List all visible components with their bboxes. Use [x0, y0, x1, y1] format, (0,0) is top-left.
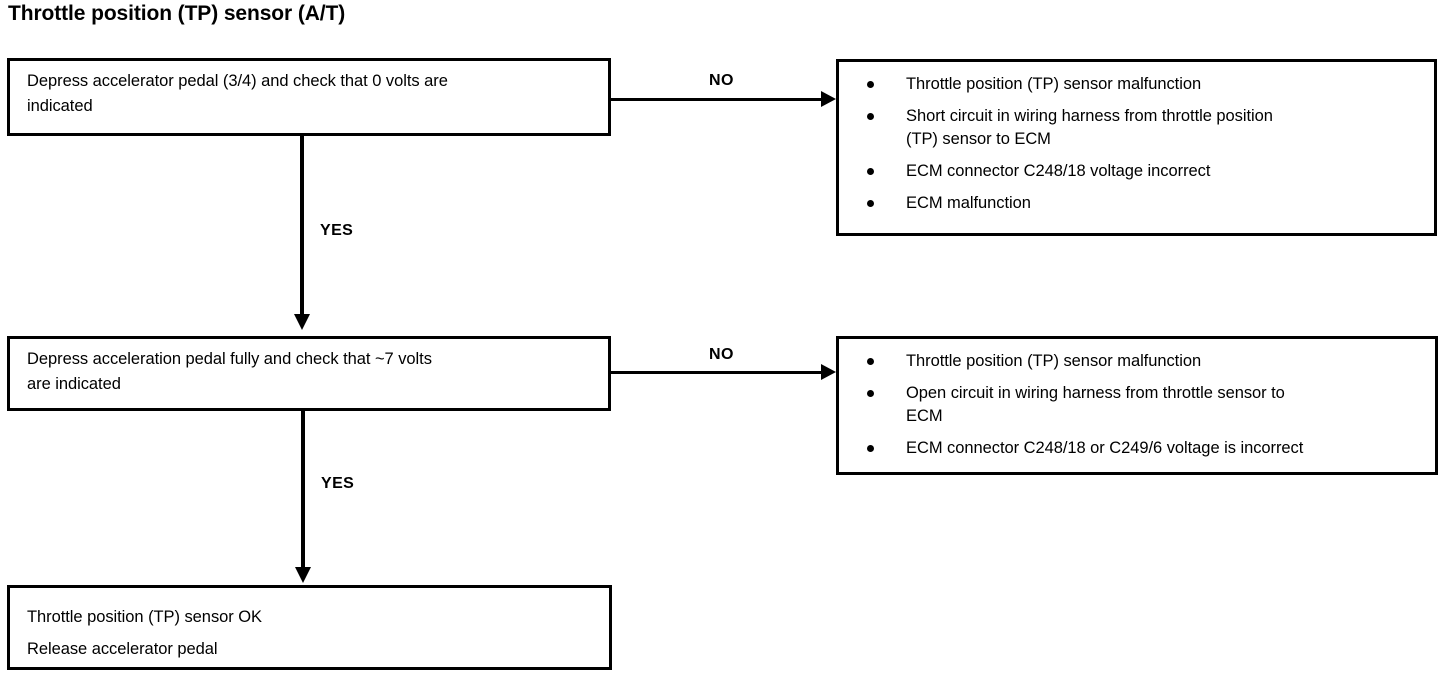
bullet-dot-icon [867, 113, 874, 120]
page-title: Throttle position (TP) sensor (A/T) [8, 2, 346, 25]
step-box-3: Throttle position (TP) sensor OK Release… [7, 585, 612, 670]
list-item: ECM connector C248/18 voltage incorrect [861, 160, 1426, 183]
list-item-line: Short circuit in wiring harness from thr… [906, 107, 1273, 125]
step-box-3-line-2: Release accelerator pedal [27, 640, 218, 658]
outcome-box-2-list: Throttle position (TP) sensor malfunctio… [861, 350, 1427, 460]
list-item: ECM connector C248/18 or C249/6 voltage … [861, 437, 1427, 460]
list-item: Open circuit in wiring harness from thro… [861, 382, 1427, 428]
edge-label-yes-2: YES [321, 475, 355, 492]
step-box-1: Depress accelerator pedal (3/4) and chec… [7, 58, 611, 136]
connector-no-1-line [611, 98, 823, 101]
step-box-3-text: Throttle position (TP) sensor OK Release… [27, 601, 599, 665]
bullet-dot-icon [867, 200, 874, 207]
list-item-line: ECM malfunction [906, 194, 1031, 212]
step-box-2-line-2: are indicated [27, 375, 121, 393]
edge-label-yes-1: YES [320, 222, 354, 239]
bullet-dot-icon [867, 445, 874, 452]
connector-yes-1-arrowhead [294, 314, 310, 330]
outcome-box-1: Throttle position (TP) sensor malfunctio… [836, 59, 1437, 236]
connector-no-2-line [611, 371, 823, 374]
list-item: Throttle position (TP) sensor malfunctio… [861, 73, 1426, 96]
list-item: ECM malfunction [861, 192, 1426, 215]
list-item: Short circuit in wiring harness from thr… [861, 105, 1426, 151]
list-item-line: Throttle position (TP) sensor malfunctio… [906, 75, 1202, 93]
bullet-dot-icon [867, 358, 874, 365]
step-box-1-line-1: Depress accelerator pedal (3/4) and chec… [27, 72, 448, 90]
outcome-box-2: Throttle position (TP) sensor malfunctio… [836, 336, 1438, 475]
bullet-dot-icon [867, 390, 874, 397]
connector-yes-2-arrowhead [295, 567, 311, 583]
edge-label-no-2: NO [709, 346, 734, 363]
list-item-line: ECM connector C248/18 voltage incorrect [906, 162, 1211, 180]
list-item-line: ECM [906, 407, 943, 425]
step-box-3-line-1: Throttle position (TP) sensor OK [27, 608, 262, 626]
outcome-box-1-list: Throttle position (TP) sensor malfunctio… [861, 73, 1426, 215]
connector-yes-1-line [300, 136, 304, 316]
list-item-line: (TP) sensor to ECM [906, 130, 1051, 148]
step-box-2: Depress acceleration pedal fully and che… [7, 336, 611, 411]
edge-label-no-1: NO [709, 72, 734, 89]
step-box-2-line-1: Depress acceleration pedal fully and che… [27, 350, 432, 368]
bullet-dot-icon [867, 81, 874, 88]
step-box-2-text: Depress acceleration pedal fully and che… [27, 347, 598, 397]
step-box-1-line-2: indicated [27, 97, 93, 115]
connector-yes-2-line [301, 411, 305, 569]
list-item-line: Open circuit in wiring harness from thro… [906, 384, 1285, 402]
connector-no-1-arrowhead [821, 91, 836, 107]
step-box-1-text: Depress accelerator pedal (3/4) and chec… [27, 69, 598, 119]
list-item-line: ECM connector C248/18 or C249/6 voltage … [906, 439, 1304, 457]
connector-no-2-arrowhead [821, 364, 836, 380]
bullet-dot-icon [867, 168, 874, 175]
list-item: Throttle position (TP) sensor malfunctio… [861, 350, 1427, 373]
list-item-line: Throttle position (TP) sensor malfunctio… [906, 352, 1202, 370]
